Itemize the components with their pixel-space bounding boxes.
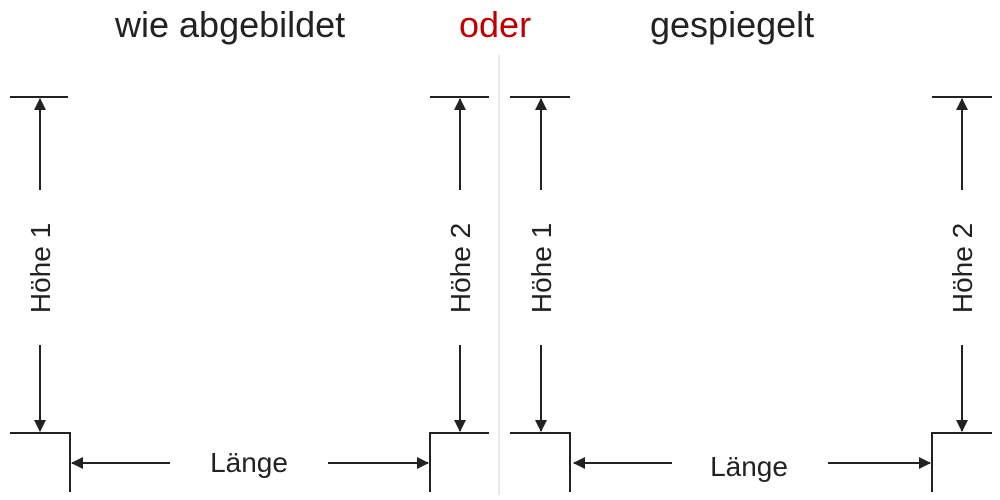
right-height1-label: Höhe 1: [526, 223, 557, 313]
left-diagram: [10, 96, 489, 492]
heading-or: oder: [459, 4, 532, 45]
right-diagram: [510, 96, 992, 492]
heading-as-shown: wie abgebildet: [115, 4, 346, 45]
right-length-label: Länge: [710, 451, 788, 482]
left-length-label: Länge: [210, 447, 288, 478]
right-corner-left: [510, 432, 571, 492]
left-corner-right: [429, 432, 489, 492]
right-corner-right: [931, 432, 992, 492]
left-height2-label: Höhe 2: [445, 223, 476, 313]
right-height2-label: Höhe 2: [947, 223, 978, 313]
left-height1-label: Höhe 1: [25, 223, 56, 313]
left-corner-left: [10, 432, 71, 492]
heading-mirrored: gespiegelt: [650, 4, 815, 45]
